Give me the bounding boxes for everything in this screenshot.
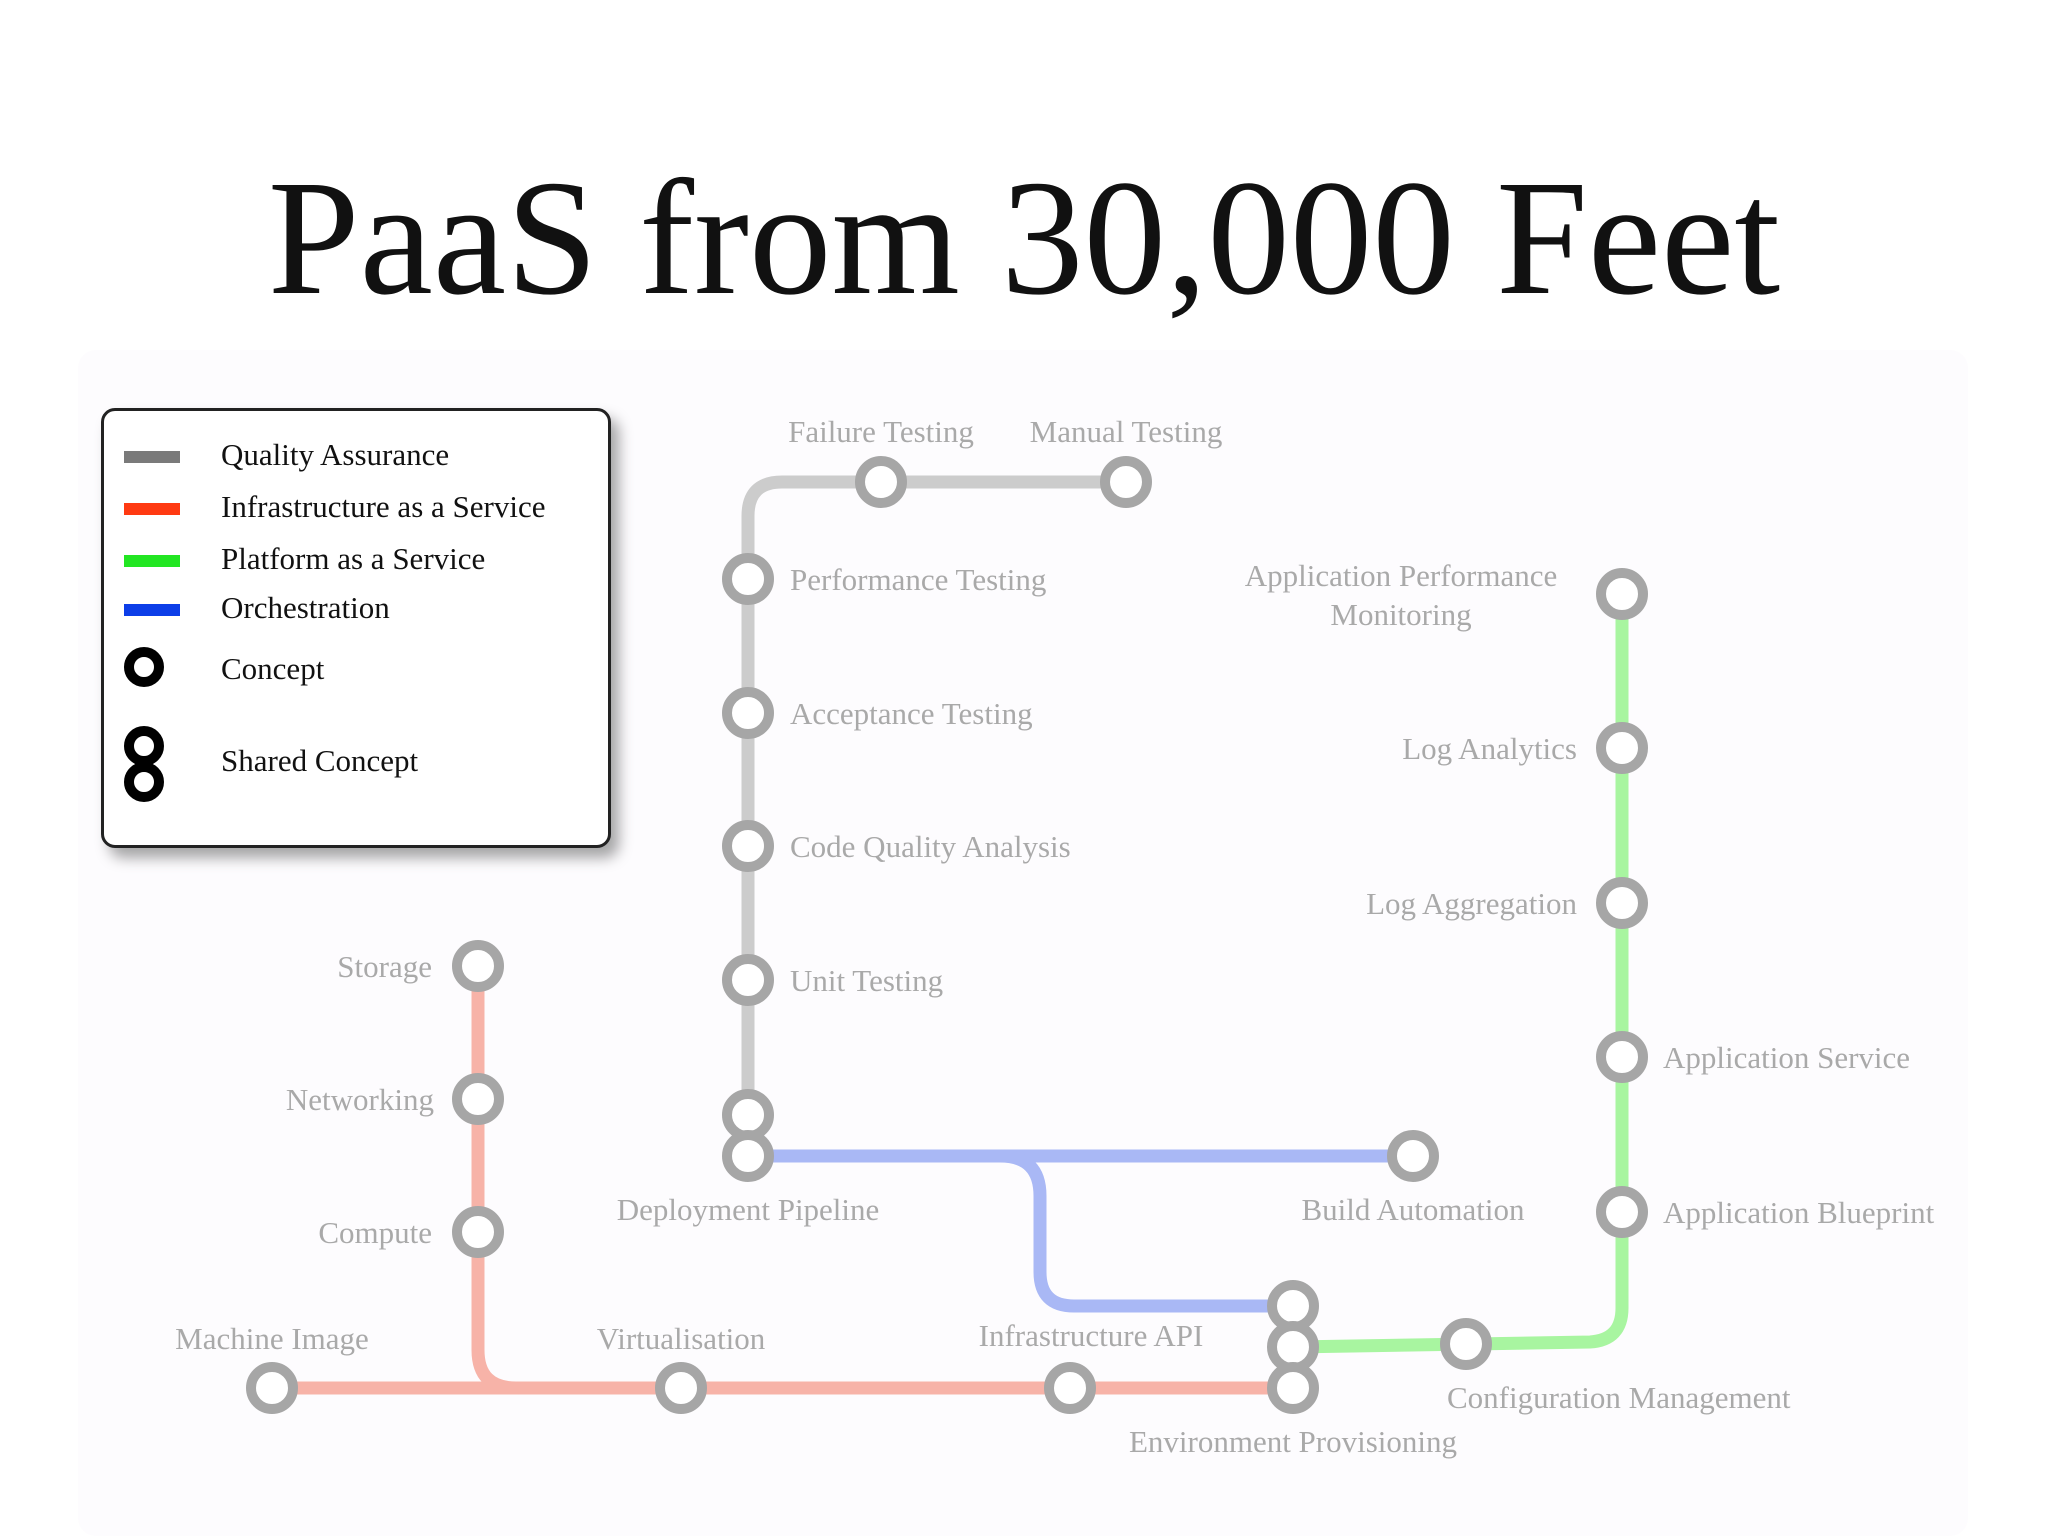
label-acceptance-testing: Acceptance Testing <box>790 696 1033 731</box>
station-unit-testing[interactable] <box>722 954 774 1006</box>
label-build-automation: Build Automation <box>1301 1192 1525 1227</box>
station-application-performance-monitoring[interactable] <box>1596 568 1648 620</box>
label-unit-testing: Unit Testing <box>790 963 943 998</box>
station-environment-provisioning-mid[interactable] <box>1267 1321 1319 1373</box>
station-environment-provisioning-top[interactable] <box>1267 1280 1319 1332</box>
legend-item-infrastructure-as-a-service: Infrastructure as a Service <box>104 483 608 533</box>
station-storage[interactable] <box>452 940 504 992</box>
label-log-analytics: Log Analytics <box>1402 731 1577 766</box>
label-compute: Compute <box>318 1215 432 1250</box>
single-ring-icon <box>124 647 164 687</box>
station-log-analytics[interactable] <box>1596 722 1648 774</box>
label-environment-provisioning: Environment Provisioning <box>1129 1424 1457 1459</box>
label-virtualisation: Virtualisation <box>597 1321 766 1356</box>
station-infrastructure-api[interactable] <box>1044 1362 1096 1414</box>
orchestration-swatch <box>124 604 180 616</box>
orchestration-branch <box>993 1149 1300 1313</box>
label-deployment-pipeline: Deployment Pipeline <box>617 1192 880 1227</box>
label-application-service: Application Service <box>1663 1040 1910 1075</box>
qa-line <box>741 475 1133 1127</box>
iaas-swatch <box>124 503 180 515</box>
legend-label: Platform as a Service <box>221 541 486 576</box>
quality-assurance-swatch <box>124 451 180 463</box>
station-deployment-pipeline-lower[interactable] <box>722 1130 774 1182</box>
label-performance-testing: Performance Testing <box>790 562 1046 597</box>
legend-item-quality-assurance: Quality Assurance <box>104 431 608 481</box>
legend-item-shared-concept: Shared Concept <box>104 721 608 821</box>
label-infrastructure-api: Infrastructure API <box>979 1318 1204 1353</box>
legend-item-platform-as-a-service: Platform as a Service <box>104 535 608 585</box>
legend-item-orchestration: Orchestration <box>104 584 608 634</box>
label-configuration-management: Configuration Management <box>1447 1380 1791 1415</box>
station-acceptance-testing[interactable] <box>722 687 774 739</box>
paas-swatch <box>124 555 180 567</box>
double-ring-icon <box>124 726 164 812</box>
station-failure-testing[interactable] <box>855 456 907 508</box>
station-build-automation[interactable] <box>1387 1130 1439 1182</box>
station-code-quality-analysis[interactable] <box>722 820 774 872</box>
label-application-blueprint: Application Blueprint <box>1663 1195 1935 1230</box>
label-apm-line1: Application Performance <box>1245 558 1557 593</box>
label-failure-testing: Failure Testing <box>788 414 974 449</box>
station-deployment-pipeline-upper[interactable] <box>722 1089 774 1141</box>
station-manual-testing[interactable] <box>1100 456 1152 508</box>
station-networking[interactable] <box>452 1073 504 1125</box>
station-performance-testing[interactable] <box>722 553 774 605</box>
slide-title: PaaS from 30,000 Feet <box>267 146 1781 329</box>
station-configuration-management[interactable] <box>1440 1318 1492 1370</box>
station-environment-provisioning-bottom[interactable] <box>1267 1362 1319 1414</box>
legend-label: Quality Assurance <box>221 437 450 472</box>
label-machine-image: Machine Image <box>175 1321 369 1356</box>
legend-item-concept: Concept <box>104 647 608 697</box>
station-virtualisation[interactable] <box>655 1362 707 1414</box>
station-compute[interactable] <box>452 1206 504 1258</box>
legend-label: Shared Concept <box>221 743 419 778</box>
legend-label: Orchestration <box>221 590 390 625</box>
label-manual-testing: Manual Testing <box>1030 414 1223 449</box>
legend: Quality Assurance Infrastructure as a Se… <box>101 408 611 848</box>
label-log-aggregation: Log Aggregation <box>1366 886 1577 921</box>
label-code-quality-analysis: Code Quality Analysis <box>790 829 1071 864</box>
legend-label: Concept <box>221 651 325 686</box>
legend-label: Infrastructure as a Service <box>221 489 546 524</box>
paas-line <box>1286 587 1629 1354</box>
station-application-blueprint[interactable] <box>1596 1186 1648 1238</box>
label-storage: Storage <box>337 949 432 984</box>
label-apm-line2: Monitoring <box>1330 597 1471 632</box>
station-machine-image[interactable] <box>246 1362 298 1414</box>
station-log-aggregation[interactable] <box>1596 877 1648 929</box>
label-networking: Networking <box>286 1082 434 1117</box>
station-application-service[interactable] <box>1596 1031 1648 1083</box>
